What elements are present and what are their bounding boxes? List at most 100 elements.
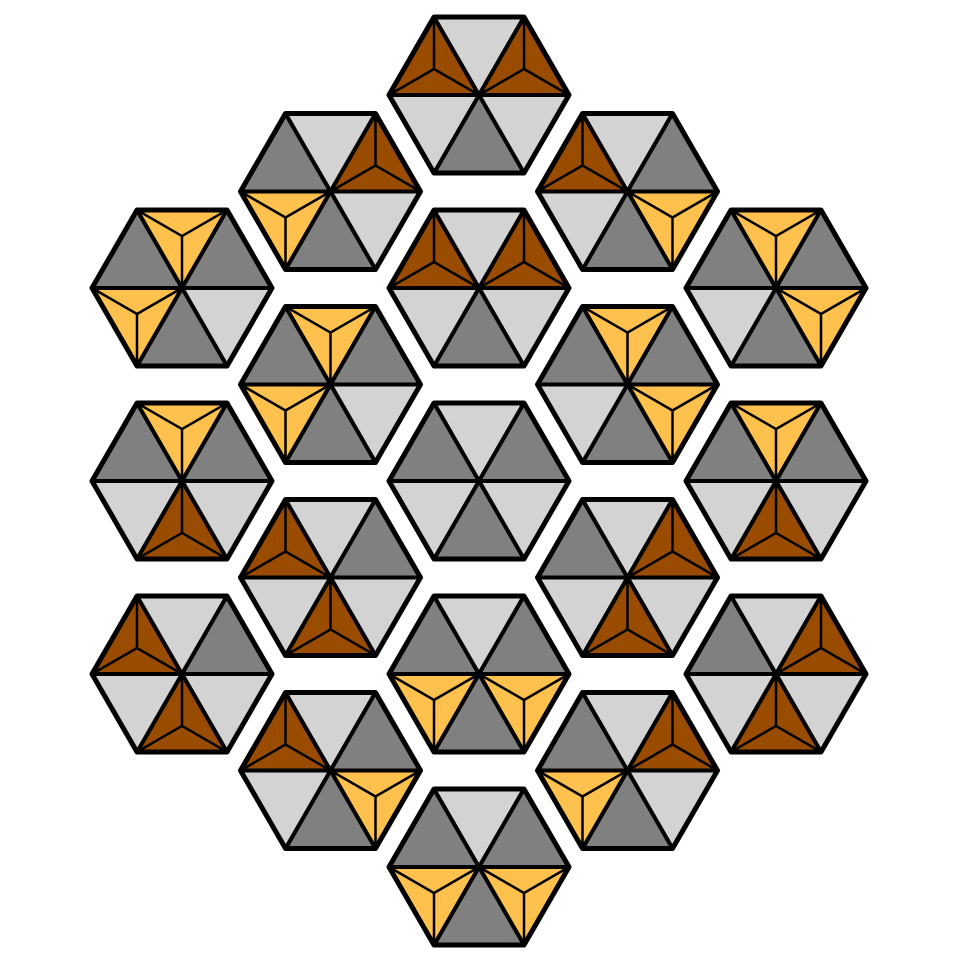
triangle-spoke — [774, 286, 823, 316]
triangle-spoke — [581, 769, 629, 798]
hex-tile[interactable] — [535, 690, 720, 851]
hex-tile[interactable] — [238, 497, 423, 658]
triangle-spoke — [477, 67, 526, 97]
triangle-spoke — [626, 743, 674, 772]
triangle-spoke — [90, 286, 139, 316]
hex-outline — [386, 400, 572, 562]
hex-tile[interactable] — [535, 304, 720, 465]
hex-tile[interactable] — [683, 593, 869, 755]
triangle-spoke — [626, 190, 674, 219]
triangle-spoke — [90, 646, 139, 676]
triangle-spoke — [477, 865, 526, 895]
triangle-spoke — [284, 743, 332, 772]
triangle-spoke — [432, 67, 481, 97]
hex-outline — [386, 14, 572, 176]
triangle-spoke — [180, 208, 229, 238]
triangle-spoke — [819, 646, 868, 676]
triangle-spoke — [581, 628, 629, 657]
triangle-spoke — [671, 550, 719, 579]
triangle-spoke — [671, 190, 719, 219]
triangle-spoke — [135, 208, 184, 238]
hex-outline — [683, 207, 869, 369]
triangle-spoke — [284, 628, 332, 657]
hex-tile[interactable] — [89, 400, 275, 562]
triangle-spoke — [522, 672, 571, 702]
hex-tile[interactable] — [386, 207, 572, 369]
triangle-spoke — [774, 531, 823, 561]
triangle-spoke — [477, 672, 526, 702]
triangle-spoke — [284, 305, 332, 334]
hex-tile[interactable] — [683, 400, 869, 562]
hex-tile[interactable] — [238, 690, 423, 851]
hex-outline — [386, 207, 572, 369]
triangle-spoke — [374, 164, 422, 193]
hex-tile[interactable] — [386, 14, 572, 176]
hex-outline — [89, 400, 275, 562]
triangle-spoke — [432, 865, 481, 895]
triangle-spoke — [774, 208, 823, 238]
hex-outline — [386, 786, 572, 948]
triangle-spoke — [284, 550, 332, 579]
triangle-spoke — [536, 164, 584, 193]
hex-tile[interactable] — [386, 400, 572, 562]
triangle-spoke — [626, 305, 674, 334]
triangle-spoke — [626, 628, 674, 657]
triangle-spoke — [135, 646, 184, 676]
triangle-spoke — [774, 646, 823, 676]
triangle-spoke — [284, 190, 332, 219]
triangle-spoke — [239, 550, 287, 579]
hex-tile[interactable] — [683, 207, 869, 369]
hex-outline — [238, 111, 423, 272]
triangle-spoke — [774, 401, 823, 431]
triangle-spoke — [180, 724, 229, 754]
triangle-spoke — [135, 724, 184, 754]
hex-outline — [238, 304, 423, 465]
triangle-spoke — [387, 67, 436, 97]
hex-outline — [89, 593, 275, 755]
triangle-spoke — [239, 190, 287, 219]
triangle-spoke — [239, 743, 287, 772]
triangle-spoke — [581, 305, 629, 334]
triangle-spoke — [819, 286, 868, 316]
hex-tile[interactable] — [238, 304, 423, 465]
triangle-spoke — [329, 305, 377, 334]
triangle-spoke — [329, 164, 377, 193]
triangle-spoke — [522, 865, 571, 895]
triangle-spoke — [774, 724, 823, 754]
triangle-spoke — [329, 628, 377, 657]
triangle-spoke — [329, 769, 377, 798]
hex-tile[interactable] — [386, 593, 572, 755]
hex-outline — [238, 690, 423, 851]
hex-outline — [535, 111, 720, 272]
hex-tile[interactable] — [238, 111, 423, 272]
hex-outline — [89, 207, 275, 369]
triangle-spoke — [135, 531, 184, 561]
triangle-spoke — [729, 401, 778, 431]
triangle-spoke — [180, 401, 229, 431]
hex-tile[interactable] — [89, 207, 275, 369]
triangle-spoke — [581, 164, 629, 193]
hex-tile[interactable] — [89, 593, 275, 755]
triangle-spoke — [239, 383, 287, 412]
triangle-spoke — [432, 672, 481, 702]
triangle-spoke — [626, 550, 674, 579]
triangle-spoke — [522, 67, 571, 97]
triangle-spoke — [671, 743, 719, 772]
triangle-spoke — [729, 208, 778, 238]
triangle-spoke — [180, 531, 229, 561]
triangle-spoke — [374, 769, 422, 798]
hex-tile[interactable] — [386, 786, 572, 948]
hex-tile[interactable] — [535, 111, 720, 272]
triangle-spoke — [477, 260, 526, 290]
hex-outline — [535, 497, 720, 658]
triangle-spoke — [284, 383, 332, 412]
triangle-spoke — [626, 383, 674, 412]
triangle-spoke — [387, 672, 436, 702]
hex-outline — [683, 593, 869, 755]
hex-tile[interactable] — [535, 497, 720, 658]
hex-outline — [238, 497, 423, 658]
hex-outline — [683, 400, 869, 562]
triangle-spoke — [729, 531, 778, 561]
triangle-spoke — [432, 260, 481, 290]
